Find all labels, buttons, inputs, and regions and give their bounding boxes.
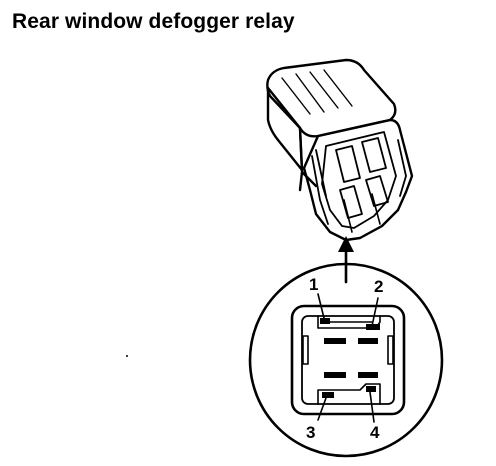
diagram-title: Rear window defogger relay — [12, 10, 295, 33]
terminal-lower-right — [358, 372, 378, 378]
view-direction-arrow — [338, 236, 354, 284]
pin-label-4: 4 — [370, 423, 380, 442]
terminal-upper-left — [324, 338, 346, 344]
relay-illustration — [266, 58, 414, 242]
terminal-4 — [366, 386, 376, 392]
connector-face-detail: 1 2 3 4 — [248, 262, 444, 458]
stray-dot — [126, 355, 128, 357]
terminal-2 — [366, 324, 380, 330]
pin-label-1: 1 — [309, 275, 318, 294]
terminal-3 — [322, 392, 334, 398]
terminal-lower-left — [324, 372, 346, 378]
terminal-1 — [320, 318, 330, 324]
pin-label-2: 2 — [374, 277, 383, 296]
terminal-upper-right — [358, 338, 378, 344]
pin-label-3: 3 — [306, 423, 315, 442]
